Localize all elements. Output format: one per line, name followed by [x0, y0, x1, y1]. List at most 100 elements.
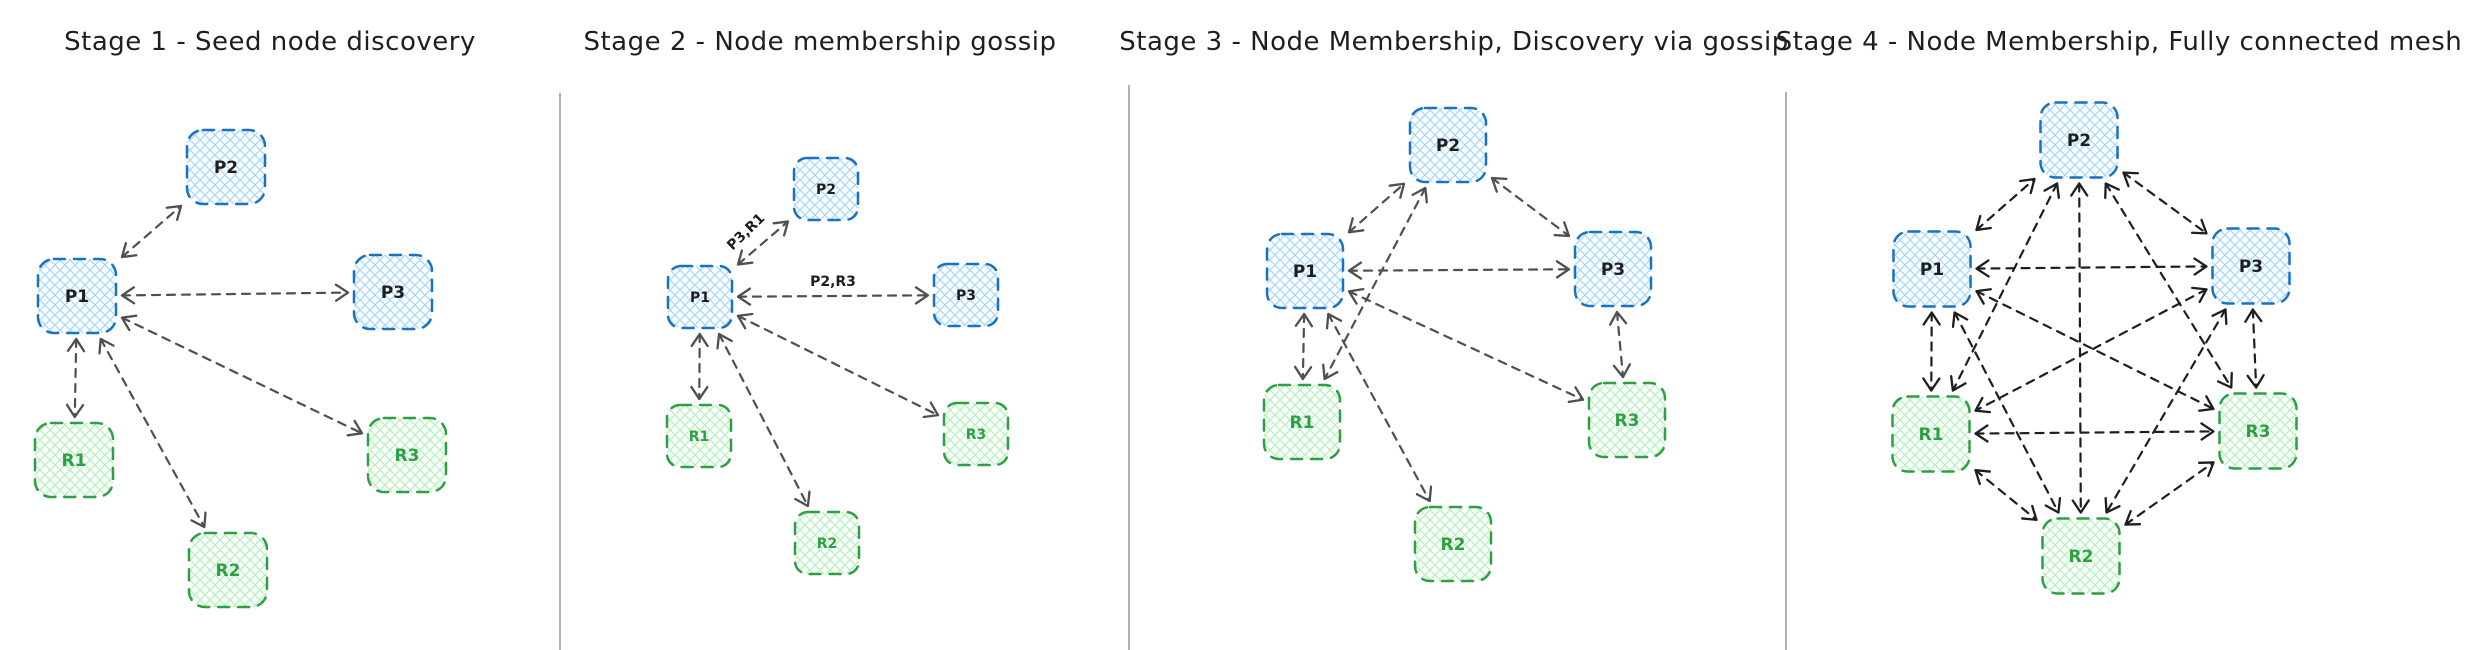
node-P2-stage-3: P2 [1408, 106, 1488, 184]
node-box [185, 128, 267, 206]
node-R2-stage-3: R2 [1413, 505, 1493, 583]
node-P3-stage-4: P3 [2211, 227, 2291, 305]
node-label: R3 [966, 427, 987, 443]
node-box [1413, 505, 1493, 583]
node-box [792, 156, 860, 222]
edge-P1-P2 [736, 220, 790, 266]
node-P2-stage-4: P2 [2039, 101, 2119, 179]
edge-P3-R3 [2244, 308, 2265, 389]
edge-P1-R2 [98, 337, 207, 529]
stage-2-group: Stage 2 - Node membership gossipP3,R1P2,… [583, 27, 1056, 576]
node-label: R1 [1919, 425, 1944, 445]
node-box [1891, 395, 1971, 473]
node-label: P3 [381, 283, 405, 303]
edge-P3-R2 [2104, 308, 2228, 514]
edge-P1-R1 [65, 337, 86, 419]
node-box [352, 253, 434, 331]
node-P1-stage-4: P1 [1892, 230, 1972, 308]
edge-P1-P2 [1347, 182, 1406, 234]
node-P1-stage-3: P1 [1265, 232, 1345, 310]
edge-P1-P3 [736, 286, 930, 306]
stage-3-title: Stage 3 - Node Membership, Discovery via… [1119, 27, 1788, 57]
node-box [1265, 232, 1345, 310]
node-P3-stage-3: P3 [1573, 230, 1653, 308]
edge-label-P1-P2: P3,R1 [724, 210, 768, 253]
node-P2-stage-1: P2 [185, 128, 267, 206]
node-R1-stage-3: R1 [1262, 383, 1342, 461]
node-box [932, 262, 1000, 328]
node-label: R1 [1290, 413, 1315, 433]
node-label: R2 [2069, 547, 2094, 567]
edge-P1-P3 [120, 283, 350, 305]
node-label: R3 [2246, 422, 2271, 442]
edge-P2-R1 [1949, 182, 2061, 392]
edge-R2-R3 [2124, 461, 2215, 526]
node-label: R2 [817, 536, 838, 552]
node-P1-stage-2: P1 [666, 264, 734, 330]
node-P3-stage-2: P3 [932, 262, 1000, 328]
edge-P1-R1 [1293, 312, 1314, 381]
edge-P1-R3 [1347, 287, 1585, 404]
node-box [2218, 392, 2298, 470]
node-R3-stage-1: R3 [366, 416, 448, 494]
node-R2-stage-2: R2 [793, 510, 861, 576]
node-R3-stage-2: R3 [942, 401, 1010, 467]
node-box [1408, 106, 1488, 184]
node-label: R2 [1441, 535, 1466, 555]
node-label: P1 [65, 287, 89, 307]
node-label: R2 [216, 561, 241, 581]
node-label: P1 [690, 290, 710, 306]
edge-P1-R3 [120, 314, 364, 437]
node-R2-stage-4: R2 [2041, 517, 2121, 595]
node-R3-stage-4: R3 [2218, 392, 2298, 470]
node-R1-stage-2: R1 [665, 403, 733, 469]
node-R1-stage-1: R1 [33, 421, 115, 499]
node-box [2041, 517, 2121, 595]
node-box [942, 401, 1010, 467]
edge-P2-R2 [2070, 182, 2090, 514]
node-label: P2 [214, 158, 238, 178]
edge-P1-R2 [1325, 312, 1433, 503]
edge-P3-R3 [1608, 310, 1632, 379]
node-label: P1 [1920, 260, 1944, 280]
node-box [187, 531, 269, 609]
node-box [666, 264, 734, 330]
edge-P1-P2 [1975, 177, 2036, 232]
stage-2-title: Stage 2 - Node membership gossip [583, 27, 1056, 57]
node-label: R1 [62, 451, 87, 471]
node-box [1587, 381, 1667, 459]
stage-1-title: Stage 1 - Seed node discovery [64, 27, 476, 57]
node-box [1892, 230, 1972, 308]
node-P1-stage-1: P1 [36, 257, 118, 335]
node-box [33, 421, 115, 499]
node-R2-stage-1: R2 [187, 531, 269, 609]
edge-label-P1-P3: P2,R3 [810, 274, 856, 290]
node-R3-stage-3: R3 [1587, 381, 1667, 459]
edge-P1-R3 [736, 312, 940, 419]
stage-4-group: Stage 4 - Node Membership, Fully connect… [1776, 27, 2463, 595]
node-label: R3 [395, 446, 420, 466]
node-box [2211, 227, 2291, 305]
node-label: P2 [816, 182, 836, 198]
stage-4-title: Stage 4 - Node Membership, Fully connect… [1776, 27, 2463, 57]
node-label: P3 [2239, 257, 2263, 277]
node-box [793, 510, 861, 576]
stage-3-group: Stage 3 - Node Membership, Discovery via… [1119, 27, 1788, 583]
node-box [665, 403, 733, 469]
edge-R1-R3 [1974, 422, 2215, 443]
node-label: P2 [2067, 131, 2091, 151]
node-P3-stage-1: P3 [352, 253, 434, 331]
edge-P1-R2 [716, 332, 811, 508]
node-P2-stage-2: P2 [792, 156, 860, 222]
edge-R1-R2 [1974, 469, 2038, 521]
node-label: P2 [1436, 136, 1460, 156]
node-box [36, 257, 118, 335]
edge-P1-P3 [1975, 257, 2208, 278]
node-box [1573, 230, 1653, 308]
node-box [2039, 101, 2119, 179]
node-label: P3 [1601, 260, 1625, 280]
node-R1-stage-4: R1 [1891, 395, 1971, 473]
